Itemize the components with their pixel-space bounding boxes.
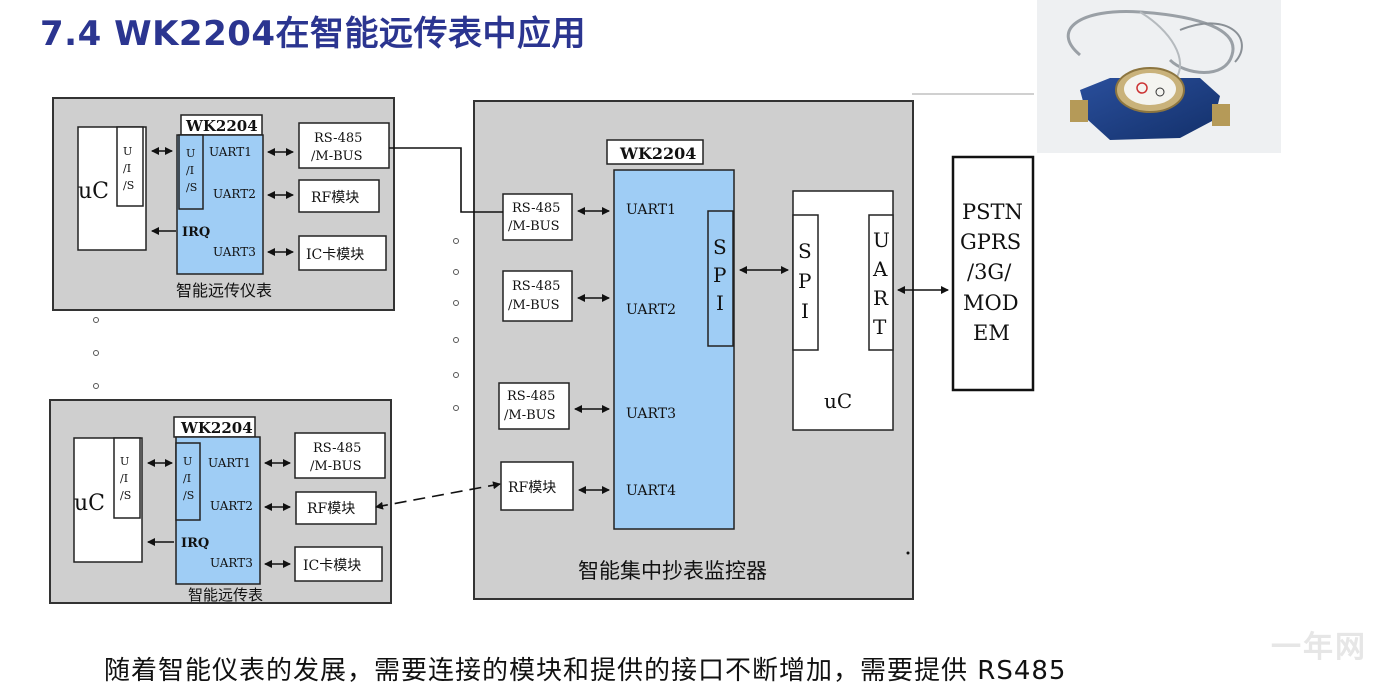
rf-wireless-link — [375, 481, 501, 510]
meter1-ic-label: IC卡模块 — [306, 247, 364, 263]
watermark-logo: 一年网 — [1271, 630, 1367, 665]
meter1-uis-left-box — [116, 126, 144, 207]
controller-chip-spi-1: S — [713, 235, 727, 259]
meter1-rs485-l1: RS-485 — [314, 131, 362, 146]
meter1-uc-label: uC — [78, 179, 109, 204]
modem-box: PSTN GPRS /3G/ MOD EM — [951, 155, 1035, 392]
meter2-ic-label: IC卡模块 — [303, 558, 361, 574]
meter1-uis-left-1: U — [123, 145, 132, 158]
meter2-chip-uis-1: U — [183, 455, 192, 468]
controller-port3-uart: UART3 — [626, 406, 676, 422]
meter1-irq: IRQ — [182, 225, 210, 240]
controller-port2-uart: UART2 — [626, 302, 676, 318]
controller-chip-spi-2: P — [713, 263, 726, 287]
controller-port4-module — [500, 461, 574, 511]
controller-port1-module — [502, 193, 573, 241]
meter1-chip-uis-box — [178, 134, 204, 210]
modem-l3: /3G/ — [967, 260, 1012, 284]
controller-uc-spi-box — [792, 214, 819, 351]
meter2-chip-uis-box — [175, 442, 201, 521]
meter1-rf-label: RF模块 — [311, 190, 359, 206]
page-title: 7.4 WK2204在智能远传表中应用 — [40, 14, 587, 54]
controller-chip-spi-3: I — [716, 291, 724, 315]
meter2-caption: 智能远传表 — [188, 586, 263, 604]
controller-port1-module-l2: /M-BUS — [508, 219, 560, 234]
meter1-uis-left-2: /I — [123, 162, 131, 175]
meter2-irq: IRQ — [181, 536, 209, 551]
meter2-uis-left-3: /S — [120, 489, 131, 502]
water-meter-photo — [912, 0, 1281, 153]
controller-uc-uart-1: U — [873, 228, 890, 252]
controller-port1-module-l1: RS-485 — [512, 201, 560, 216]
controller-port4-module-l1: RF模块 — [508, 480, 556, 496]
controller-port1-uart: UART1 — [626, 202, 676, 218]
meter2-rs485-l2: /M-BUS — [310, 459, 362, 474]
meter1-rf-box — [298, 179, 380, 213]
controller-uc-spi-1: S — [798, 239, 812, 263]
port-ellipsis — [453, 238, 459, 411]
meter1-chip-label: WK2204 — [185, 117, 258, 135]
meter1-uart1: UART1 — [209, 145, 252, 159]
meter2-uc-label: uC — [74, 491, 105, 516]
meter1-panel: uC U /I /S WK2204 U /I /S UART1 UART2 IR… — [52, 97, 395, 311]
controller-uc-uart-2: A — [872, 257, 888, 281]
meter2-rs485-l1: RS-485 — [313, 441, 361, 456]
meter2-rf-label: RF模块 — [307, 501, 355, 517]
modem-l4: MOD — [963, 291, 1019, 315]
controller-uc-uart-3: R — [873, 286, 889, 310]
modem-l5: EM — [973, 321, 1010, 345]
controller-port4-uart: UART4 — [626, 483, 676, 499]
meter2-rs485-box — [294, 432, 386, 479]
meter2-uis-left-1: U — [120, 455, 129, 468]
controller-port3-module-l1: RS-485 — [507, 389, 555, 404]
meter2-panel: uC U /I /S WK2204 U /I /S UART1 UART2 IR… — [49, 399, 392, 604]
controller-caption: 智能集中抄表监控器 — [578, 559, 767, 583]
controller-chip-spi-box — [707, 210, 734, 347]
controller-port3-module — [498, 382, 570, 430]
meter1-rs485-box — [298, 122, 390, 169]
modem-l1: PSTN — [962, 200, 1023, 224]
meter2-chip-label: WK2204 — [180, 419, 253, 437]
controller-uc-uart-box — [868, 214, 894, 351]
controller-uc-label: uC — [824, 389, 852, 413]
meter-ellipsis — [93, 317, 99, 389]
controller-chip-label: WK2204 — [619, 144, 696, 163]
controller-chip-label-bg — [606, 139, 704, 165]
meter2-uart1: UART1 — [208, 456, 251, 470]
meter2-uis-left-2: /I — [120, 472, 128, 485]
meter1-chip-uis-2: /I — [186, 164, 194, 177]
meter1-ic-box — [298, 235, 387, 271]
controller-port3-module-l2: /M-BUS — [504, 408, 556, 423]
meter1-chip-uis-3: /S — [186, 181, 197, 194]
modem-l2: GPRS — [960, 230, 1021, 254]
controller-uc-uart-4: T — [873, 315, 887, 339]
meter2-chip-uis-3: /S — [183, 489, 194, 502]
meter2-ic-box — [294, 546, 383, 582]
meter1-uis-left-3: /S — [123, 179, 134, 192]
meter1-uart3: UART3 — [213, 245, 256, 259]
meter2-chip-uis-2: /I — [183, 472, 191, 485]
meter1-chip-uis-1: U — [186, 147, 195, 160]
meter2-rf-box — [295, 491, 377, 525]
controller-port2-module — [502, 270, 573, 322]
meter1-rs485-l2: /M-BUS — [311, 149, 363, 164]
meter2-uart2: UART2 — [210, 499, 253, 513]
meter2-uis-left-box — [113, 437, 141, 519]
controller-port2-module-l2: /M-BUS — [508, 298, 560, 313]
controller-uc-spi-3: I — [801, 299, 809, 323]
meter1-caption: 智能远传仪表 — [176, 281, 272, 300]
controller-port2-module-l1: RS-485 — [512, 279, 560, 294]
meter1-uart2: UART2 — [213, 187, 256, 201]
controller-panel: WK2204 S P I RS-485 /M-BUS UART1 RS-485 … — [473, 100, 949, 600]
bottom-paragraph: 随着智能仪表的发展，需要连接的模块和提供的接口不断增加，需要提供 RS485 — [104, 656, 1067, 686]
controller-uc-spi-2: P — [798, 269, 811, 293]
bus-connection-line — [389, 147, 503, 213]
meter2-uart3: UART3 — [210, 556, 253, 570]
